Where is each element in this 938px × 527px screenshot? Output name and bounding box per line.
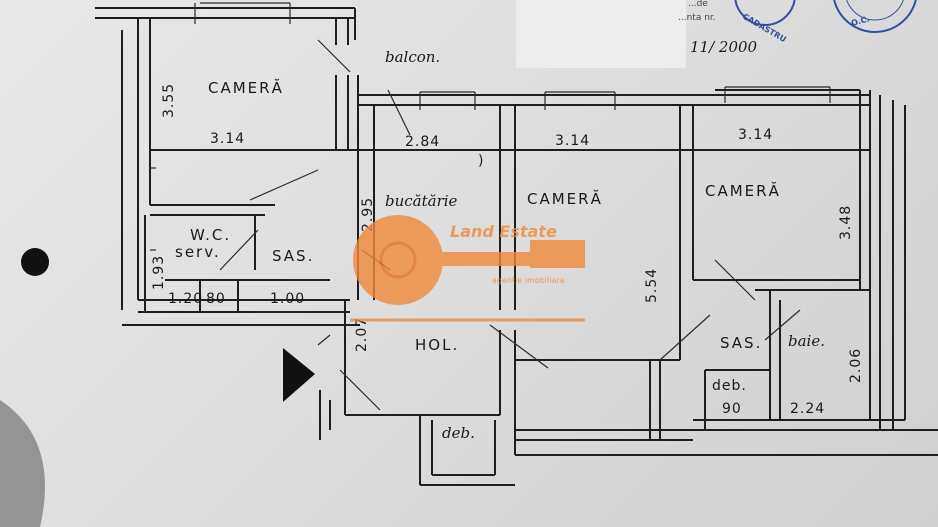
room-camera-top: CAMERĂ <box>208 78 284 97</box>
entrance-arrow-icon <box>283 348 315 402</box>
dim-80: 80 <box>206 291 226 307</box>
dim-193: 1.93 <box>151 255 167 290</box>
room-balcon: balcon. <box>385 48 440 66</box>
room-camera-mid: CAMERĂ <box>527 189 603 208</box>
room-wc: W.C. <box>190 226 231 244</box>
dim-207: 2.07 <box>354 317 370 352</box>
dim-206: 2.06 <box>848 348 864 383</box>
windows-doors <box>150 2 831 411</box>
dim-295: 2.95 <box>360 197 376 232</box>
stamp: CADASTRU O.C. <box>734 0 917 44</box>
room-deb-right: deb. <box>712 378 747 394</box>
header-line-2: ...nta nr. <box>678 13 716 23</box>
watermark-logo: Land Estate agentie imobiliara <box>350 215 585 322</box>
blank-patch <box>516 0 686 68</box>
dim-554: 5.54 <box>644 268 660 303</box>
dim-224: 2.24 <box>790 401 825 417</box>
dim-284: 2.84 <box>405 134 440 150</box>
dim-120: 1.20 <box>168 291 203 307</box>
watermark-tagline: agentie imobiliara <box>492 276 565 285</box>
ink-blob <box>21 248 49 276</box>
header-date: 11/ 2000 <box>690 38 758 56</box>
dim-314-left: 3.14 <box>210 131 245 147</box>
room-hol: HOL. <box>415 336 459 354</box>
room-sas-left: SAS. <box>272 247 314 265</box>
room-deb-bottom: deb. <box>442 424 475 442</box>
dim-90: 90 <box>722 401 742 417</box>
shadow-corner <box>0 400 45 527</box>
key-icon <box>353 215 443 305</box>
room-bucatarie: bucătărie <box>385 192 458 210</box>
dim-314-right: 3.14 <box>738 127 773 143</box>
dim-314-mid: 3.14 <box>555 133 590 149</box>
header-line-1: ...de <box>688 0 708 9</box>
room-camera-right: CAMERĂ <box>705 181 781 200</box>
dim-355: 3.55 <box>161 83 177 118</box>
room-baie: baie. <box>788 332 825 350</box>
walls <box>95 7 938 486</box>
room-sas-right: SAS. <box>720 334 762 352</box>
dim-100: 1.00 <box>270 291 305 307</box>
mark-paren: ) <box>478 153 484 169</box>
stamp-text-2: O.C. <box>850 14 870 28</box>
dim-348: 3.48 <box>838 205 854 240</box>
watermark-name: Land Estate <box>450 222 557 241</box>
room-serv: serv. <box>175 243 221 261</box>
